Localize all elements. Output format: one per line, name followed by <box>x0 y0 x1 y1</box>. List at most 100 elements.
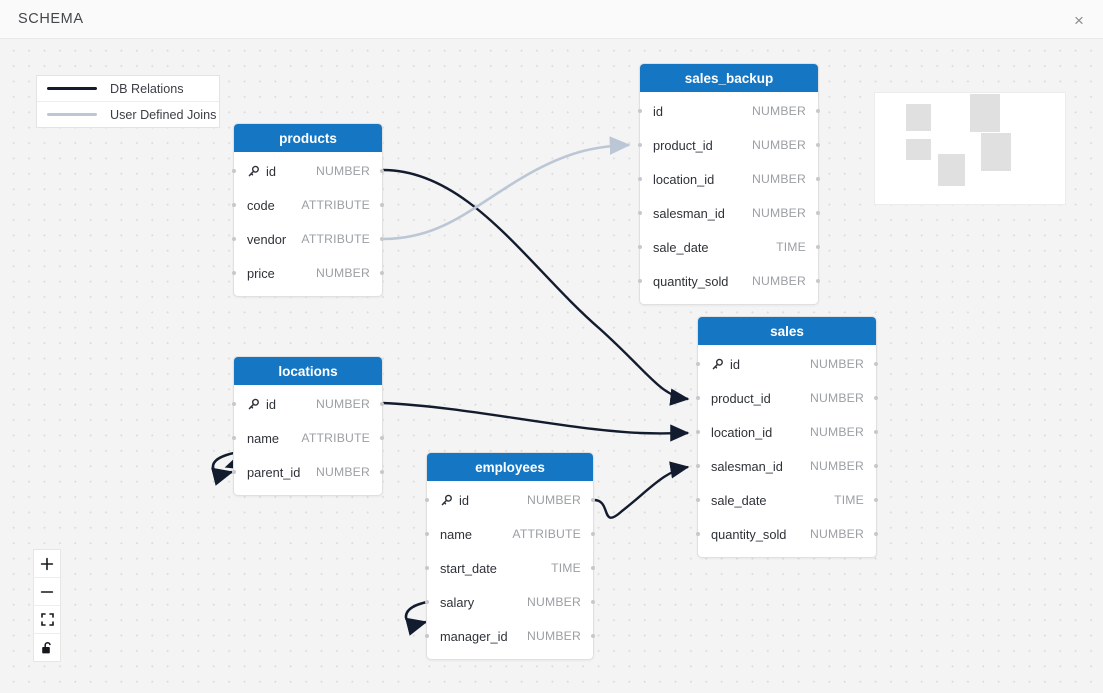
connector-port-right[interactable] <box>816 143 820 147</box>
connector-port-left[interactable] <box>638 177 642 181</box>
connector-port-left[interactable] <box>696 464 700 468</box>
connector-port-right[interactable] <box>874 464 878 468</box>
connector-port-right[interactable] <box>874 396 878 400</box>
connector-port-right[interactable] <box>380 169 384 173</box>
connector-port-right[interactable] <box>380 203 384 207</box>
connector-port-left[interactable] <box>696 532 700 536</box>
connector-port-right[interactable] <box>591 566 595 570</box>
connector-port-left[interactable] <box>638 279 642 283</box>
table-header-products[interactable]: products <box>234 124 382 152</box>
connector-port-left[interactable] <box>425 634 429 638</box>
connector-port-right[interactable] <box>816 109 820 113</box>
connector-port-left[interactable] <box>638 143 642 147</box>
minimap[interactable] <box>874 92 1066 205</box>
connector-port-left[interactable] <box>425 566 429 570</box>
connector-port-left[interactable] <box>638 245 642 249</box>
table-header-locations[interactable]: locations <box>234 357 382 385</box>
connector-port-left[interactable] <box>232 169 236 173</box>
connector-port-right[interactable] <box>380 402 384 406</box>
connector-port-left[interactable] <box>232 402 236 406</box>
connector-port-right[interactable] <box>591 600 595 604</box>
connector-port-right[interactable] <box>380 436 384 440</box>
table-header-sales[interactable]: sales <box>698 317 876 345</box>
table-header-employees[interactable]: employees <box>427 453 593 481</box>
connector-port-left[interactable] <box>696 498 700 502</box>
connector-port-right[interactable] <box>874 430 878 434</box>
connector-port-right[interactable] <box>816 211 820 215</box>
close-icon[interactable]: × <box>1074 10 1084 30</box>
connector-port-right[interactable] <box>591 532 595 536</box>
connector-port-right[interactable] <box>874 498 878 502</box>
column-name: code <box>247 198 275 213</box>
connector-port-left[interactable] <box>232 436 236 440</box>
connector-port-left[interactable] <box>696 430 700 434</box>
table-header-sales_backup[interactable]: sales_backup <box>640 64 818 92</box>
zoom-in-button[interactable] <box>34 550 60 577</box>
column-type: NUMBER <box>751 274 806 288</box>
zoom-out-button[interactable] <box>34 577 60 605</box>
edge-locations-id-to-sales-location-id <box>382 401 690 442</box>
connector-port-left[interactable] <box>232 271 236 275</box>
connector-port-left[interactable] <box>638 211 642 215</box>
connector-port-right[interactable] <box>591 498 595 502</box>
connector-port-right[interactable] <box>380 470 384 474</box>
connector-port-left[interactable] <box>425 600 429 604</box>
connector-port-left[interactable] <box>425 532 429 536</box>
connector-port-right[interactable] <box>874 362 878 366</box>
minimap-table-box <box>938 154 965 186</box>
column-name-text: salesman_id <box>711 458 783 474</box>
connector-port-right[interactable] <box>816 245 820 249</box>
fit-to-screen-button[interactable] <box>34 605 60 633</box>
connector-port-right[interactable] <box>816 177 820 181</box>
schema-canvas[interactable]: DB Relations User Defined Joins products… <box>0 39 1103 693</box>
connector-port-right[interactable] <box>816 279 820 283</box>
connector-port-left[interactable] <box>425 498 429 502</box>
connector-port-left[interactable] <box>696 396 700 400</box>
connector-port-left[interactable] <box>232 470 236 474</box>
connector-port-left[interactable] <box>638 109 642 113</box>
column-row[interactable]: salesman_id NUMBER <box>696 449 878 483</box>
connector-port-right[interactable] <box>591 634 595 638</box>
column-name: id <box>653 104 663 119</box>
connector-port-right[interactable] <box>380 271 384 275</box>
lock-canvas-button[interactable] <box>34 633 60 661</box>
connector-port-left[interactable] <box>232 237 236 241</box>
connector-port-right[interactable] <box>380 237 384 241</box>
connector-port-left[interactable] <box>232 203 236 207</box>
connector-port-right[interactable] <box>874 532 878 536</box>
connector-port-left[interactable] <box>696 362 700 366</box>
column-type: NUMBER <box>809 459 864 473</box>
